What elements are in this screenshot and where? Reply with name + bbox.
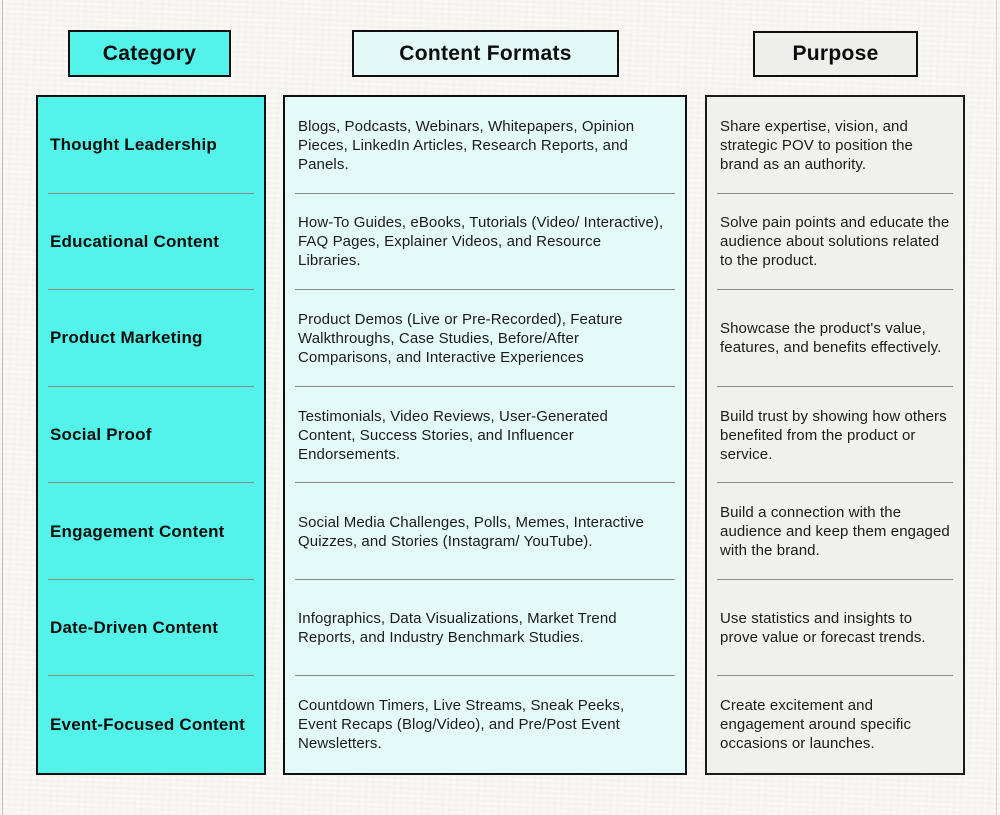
purpose-cell-event-focused-content: Create excitement and engagement around … [707,676,963,773]
purpose-cell-text: Use statistics and insights to prove val… [720,610,926,647]
purpose-cell-social-proof: Build trust by showing how others benefi… [707,387,963,484]
formats-cell-date-driven-content: Infographics, Data Visualizations, Marke… [285,580,685,677]
formats-cell-text: Testimonials, Video Reviews, User-Genera… [298,407,608,463]
category-cell-engagement-content: Engagement Content [38,483,264,580]
category-column: Thought Leadership Educational Content P… [36,95,266,775]
purpose-cell-text: Showcase the product's value, features, … [720,320,942,357]
purpose-cell-text: Create excitement and engagement around … [720,697,912,753]
category-cell-label: Date-Driven Content [50,618,219,638]
purpose-cell-text: Solve pain points and educate the audien… [720,214,950,270]
formats-cell-thought-leadership: Blogs, Podcasts, Webinars, Whitepapers, … [285,97,685,194]
formats-cell-engagement-content: Social Media Challenges, Polls, Memes, I… [285,483,685,580]
category-cell-thought-leadership: Thought Leadership [38,97,264,194]
category-cell-social-proof: Social Proof [38,387,264,484]
content-formats-header-box: Content Formats [352,30,619,77]
purpose-cell-educational-content: Solve pain points and educate the audien… [707,194,963,291]
category-cell-event-focused-content: Event-Focused Content [38,676,264,773]
purpose-cell-engagement-content: Build a connection with the audience and… [707,483,963,580]
content-formats-column: Blogs, Podcasts, Webinars, Whitepapers, … [283,95,687,775]
category-cell-label: Engagement Content [50,521,225,541]
category-cell-label: Educational Content [50,231,220,251]
category-header-box: Category [68,30,231,77]
formats-cell-event-focused-content: Countdown Timers, Live Streams, Sneak Pe… [285,676,685,773]
purpose-cell-thought-leadership: Share expertise, vision, and strategic P… [707,97,963,194]
purpose-header-box: Purpose [753,31,918,77]
purpose-cell-date-driven-content: Use statistics and insights to prove val… [707,580,963,677]
formats-cell-text: Countdown Timers, Live Streams, Sneak Pe… [298,697,625,753]
category-cell-label: Product Marketing [50,328,203,348]
category-cell-label: Thought Leadership [50,135,217,155]
formats-cell-text: Infographics, Data Visualizations, Marke… [298,610,617,647]
purpose-cell-text: Build a connection with the audience and… [720,504,950,560]
formats-cell-text: Blogs, Podcasts, Webinars, Whitepapers, … [298,117,635,173]
formats-cell-text: Product Demos (Live or Pre-Recorded), Fe… [298,310,623,366]
formats-cell-product-marketing: Product Demos (Live or Pre-Recorded), Fe… [285,290,685,387]
purpose-cell-text: Share expertise, vision, and strategic P… [720,117,913,173]
purpose-header-label: Purpose [792,42,879,65]
content-formats-header-label: Content Formats [399,41,572,65]
formats-cell-social-proof: Testimonials, Video Reviews, User-Genera… [285,387,685,484]
category-header-label: Category [102,41,197,65]
formats-cell-educational-content: How-To Guides, eBooks, Tutorials (Video/… [285,194,685,291]
category-cell-label: Social Proof [50,425,152,445]
formats-cell-text: Social Media Challenges, Polls, Memes, I… [298,513,644,550]
purpose-column: Share expertise, vision, and strategic P… [705,95,965,775]
category-cell-educational-content: Educational Content [38,194,264,291]
formats-cell-text: How-To Guides, eBooks, Tutorials (Video/… [298,214,664,270]
category-cell-date-driven-content: Date-Driven Content [38,580,264,677]
purpose-cell-product-marketing: Showcase the product's value, features, … [707,290,963,387]
category-cell-label: Event-Focused Content [50,714,245,734]
purpose-cell-text: Build trust by showing how others benefi… [720,407,947,463]
category-cell-product-marketing: Product Marketing [38,290,264,387]
